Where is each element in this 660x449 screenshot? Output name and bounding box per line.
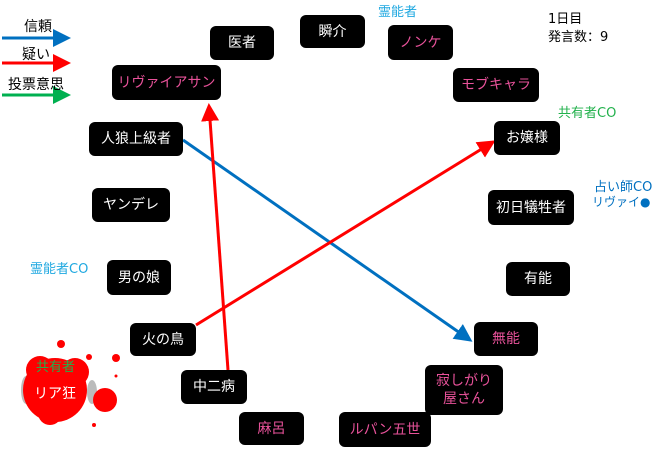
annotation-kyoyu-co: 共有者CO <box>558 106 617 121</box>
blood-splat-icon <box>21 340 120 427</box>
annotation-reino-top: 霊能者 <box>378 5 418 20</box>
day-label: 1日目 <box>548 12 583 27</box>
node-chuni[interactable]: 中二病 <box>181 370 247 404</box>
node-yuno[interactable]: 有能 <box>506 262 570 296</box>
node-shonichi[interactable]: 初日犠牲者 <box>488 190 574 225</box>
node-mob[interactable]: モブキャラ <box>453 68 539 102</box>
node-isha[interactable]: 医者 <box>210 26 274 60</box>
node-leviathan[interactable]: リヴァイアサン <box>112 65 221 100</box>
node-maro[interactable]: 麻呂 <box>239 412 304 445</box>
annotation-uranai-result: リヴァイ● <box>592 195 651 209</box>
doubt-arrow-hinotori-to-ojou <box>195 140 496 327</box>
node-hinotori[interactable]: 火の鳥 <box>130 323 196 356</box>
node-nonke[interactable]: ノンケ <box>388 25 453 60</box>
node-ojou[interactable]: お嬢様 <box>494 121 560 155</box>
annotation-uranai-co: 占い師CO <box>594 180 653 195</box>
legend-doubt-label: 疑い <box>22 47 50 63</box>
node-otoko[interactable]: 男の娘 <box>107 260 171 295</box>
legend-trust-label: 信頼 <box>24 19 52 35</box>
speech-count: 発言数：9 <box>548 30 609 45</box>
node-sabishi[interactable]: 寂しがり屋さん <box>425 365 503 415</box>
annotation-kyoyu-small: 共有者 <box>36 360 76 375</box>
node-jinro[interactable]: 人狼上級者 <box>89 122 183 156</box>
node-muno[interactable]: 無能 <box>474 322 538 356</box>
node-lupin[interactable]: ルパン五世 <box>339 412 431 447</box>
annotation-reino-co: 霊能者CO <box>30 262 89 277</box>
node-riakyo[interactable]: リア狂 <box>34 386 76 402</box>
legend-vote-label: 投票意思 <box>8 77 64 93</box>
node-yandere[interactable]: ヤンデレ <box>92 188 170 222</box>
node-shunsuke[interactable]: 瞬介 <box>300 15 365 48</box>
doubt-arrow-chuni-to-leviathan <box>201 103 230 371</box>
trust-arrow-jinro-to-muno <box>182 138 473 342</box>
